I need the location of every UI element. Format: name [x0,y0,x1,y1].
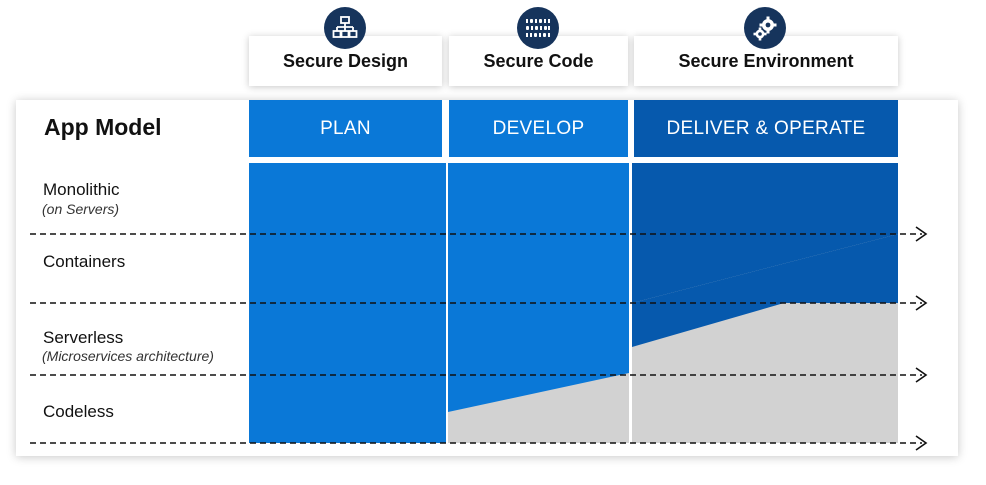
pillar-label: Secure Code [483,50,594,71]
arrow-right-icon [915,226,928,242]
app-model-title: App Model [44,114,162,140]
row-title-monolithic: Monolithic [43,180,120,199]
pillar-card-secure-environment: Secure Environment [634,36,898,86]
row-subtitle-serverless: (Microservices architecture) [42,348,214,364]
phase-label: PLAN [320,117,371,139]
phase-label: DELIVER & OPERATE [666,117,866,139]
phase-header-plan: PLAN [249,100,442,157]
plan-region [249,163,446,443]
row-title-serverless: Serverless [43,328,124,347]
develop-customer-area [448,373,629,443]
arrow-right-icon [915,367,928,383]
binary-code-icon [517,7,559,49]
row-subtitle-monolithic: (on Servers) [42,201,120,217]
gears-icon [744,7,786,49]
phase-header-develop: DEVELOP [449,100,628,157]
phase-header-deliver-operate: DELIVER & OPERATE [634,100,898,157]
pillar-label: Secure Environment [678,50,854,71]
arrow-right-icon [915,295,928,311]
row-title-codeless: Codeless [43,402,114,421]
arrow-right-icon [915,435,928,451]
hierarchy-network-icon [324,7,366,49]
phase-label: DEVELOP [492,117,585,139]
pillar-label: Secure Design [282,50,409,71]
row-title-containers: Containers [43,252,126,271]
deliver-managed-wedge [632,234,898,347]
